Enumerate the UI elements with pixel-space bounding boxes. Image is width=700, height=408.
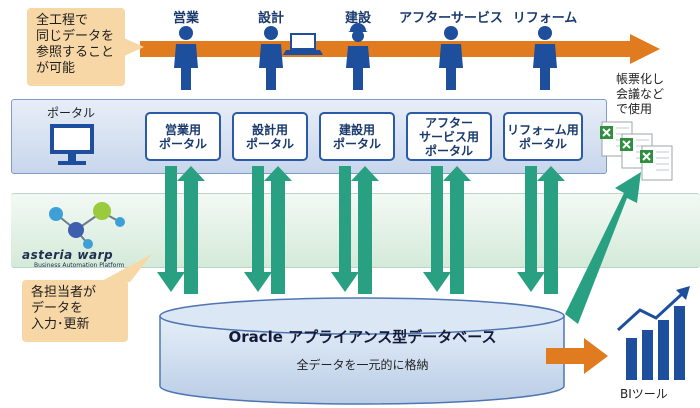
sync-arrows-construction (331, 166, 379, 294)
person-icon-construction (346, 23, 370, 90)
portal-box-construction[interactable]: 建設用 ポータル (319, 112, 395, 161)
person-label-design: 設計 (257, 11, 285, 26)
sync-arrows-after-service (423, 166, 471, 294)
person-label-reform: リフォーム (512, 11, 578, 26)
portal-box-design[interactable]: 設計用 ポータル (232, 112, 308, 161)
reports-note: 帳票化し 会議など で使用 (616, 72, 665, 116)
bi-arrow (546, 338, 608, 374)
database-title: Oracle アプライアンス型データベース (228, 328, 497, 346)
report-arrow (565, 172, 641, 324)
left-note-pointer (100, 254, 152, 282)
person-icon-after-service (439, 26, 463, 90)
asteria-logo-text: asteria warp (22, 248, 114, 262)
database-cylinder (159, 297, 565, 405)
person-icon-reform (533, 26, 557, 90)
database-subtitle: 全データを一元的に格納 (296, 358, 429, 372)
portal-label: ポータル (47, 106, 96, 120)
person-icon-sales (174, 26, 198, 90)
person-label-construction: 建設 (344, 11, 372, 26)
laptop-icon (283, 33, 323, 55)
top-note: 全工程で 同じデータを 参照すること が可能 (27, 8, 125, 86)
asteria-logo-subtitle: Business Automation Platform (34, 262, 125, 269)
portal-box-sales[interactable]: 営業用 ポータル (145, 112, 221, 161)
person-label-sales: 営業 (172, 11, 200, 26)
person-label-after-service: アフターサービス (399, 11, 503, 26)
excel-sheet-icon-3 (640, 145, 673, 181)
sync-arrows-sales (157, 166, 205, 294)
top-note-pointer (124, 38, 144, 56)
monitor-icon (50, 124, 94, 165)
molecule-icon (49, 202, 125, 249)
portal-box-after-service[interactable]: アフター サービス用 ポータル (406, 112, 492, 161)
portal-box-reform[interactable]: リフォーム用 ポータル (503, 112, 583, 161)
bi-tool-label: BIツール (620, 387, 668, 401)
asteria-band (11, 193, 700, 268)
left-note: 各担当者が データを 入力･更新 (22, 280, 128, 342)
sync-arrows-design (244, 166, 292, 294)
bar-chart-icon (616, 286, 690, 380)
person-icon-design (259, 26, 283, 90)
sync-arrows-reform (517, 166, 565, 294)
